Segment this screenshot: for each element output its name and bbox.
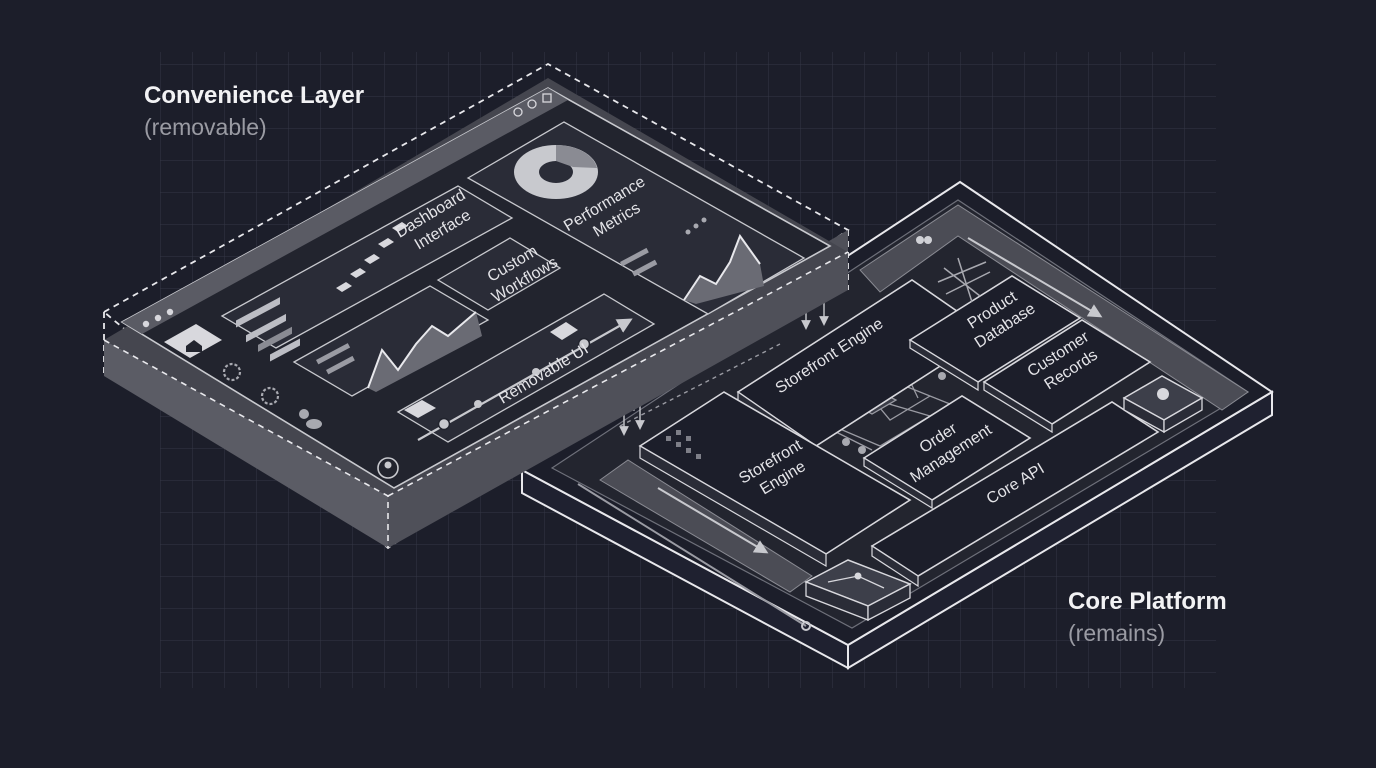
donut-chart — [514, 145, 598, 199]
slider-track[interactable] — [417, 318, 633, 441]
convenience-layer-title: Convenience Layer — [144, 82, 365, 109]
user-icon[interactable] — [299, 409, 322, 429]
window-toolbar-icons — [513, 93, 552, 117]
flow-arrow-top — [967, 237, 1103, 318]
module-storefront-main: Storefront Engine — [638, 391, 912, 568]
flow-node-base — [801, 621, 811, 631]
dashboard-list-bars — [236, 297, 300, 362]
gear-icon[interactable] — [527, 99, 537, 109]
panel-area-chart[interactable] — [292, 285, 490, 397]
flow-line-base — [577, 483, 807, 627]
sparkle-icon — [685, 217, 707, 235]
convenience-layer: Dashboard Interface Custom Workflows — [102, 62, 850, 550]
gear-icon[interactable] — [222, 362, 242, 382]
core-platform: Storefront Engine Product Database Custo… — [520, 180, 1274, 670]
sidebar — [164, 324, 399, 479]
convenience-layer-subtitle: (removable) — [144, 114, 267, 140]
window-titlebar — [122, 88, 568, 334]
chat-icon[interactable] — [550, 322, 578, 340]
home-icon[interactable] — [186, 340, 202, 352]
avatar-icon[interactable] — [377, 457, 399, 479]
flow-node — [924, 236, 932, 244]
performance-area-chart — [684, 236, 764, 304]
knot-icon — [937, 257, 991, 303]
refresh-icon[interactable] — [513, 107, 523, 117]
window-controls — [142, 308, 174, 328]
core-track-top — [859, 204, 1249, 411]
core-track-bottom — [599, 459, 813, 593]
flow-node — [916, 236, 924, 244]
core-platform-subtitle: (remains) — [1068, 620, 1166, 646]
storefront-dot-matrix — [666, 430, 701, 459]
cube-node-right — [1122, 375, 1204, 434]
module-product-database: Product Database — [908, 275, 1082, 392]
cube-node-left — [804, 559, 912, 622]
gear-icon[interactable] — [260, 386, 280, 406]
module-customer-records: Customer Records — [982, 319, 1152, 434]
slider-nodes[interactable] — [437, 337, 591, 431]
dashboard-bar-chart — [336, 222, 408, 292]
flow-arrow-bottom — [657, 487, 769, 554]
convenience-slab-front — [104, 340, 388, 548]
core-platform-title: Core Platform — [1068, 588, 1227, 615]
grid-icon[interactable] — [542, 93, 552, 103]
module-order-management: Order Management — [862, 395, 1032, 510]
panel-performance[interactable]: Performance Metrics — [466, 121, 806, 315]
module-core-api: Core API — [870, 401, 1160, 588]
chart-icon[interactable] — [404, 400, 436, 418]
